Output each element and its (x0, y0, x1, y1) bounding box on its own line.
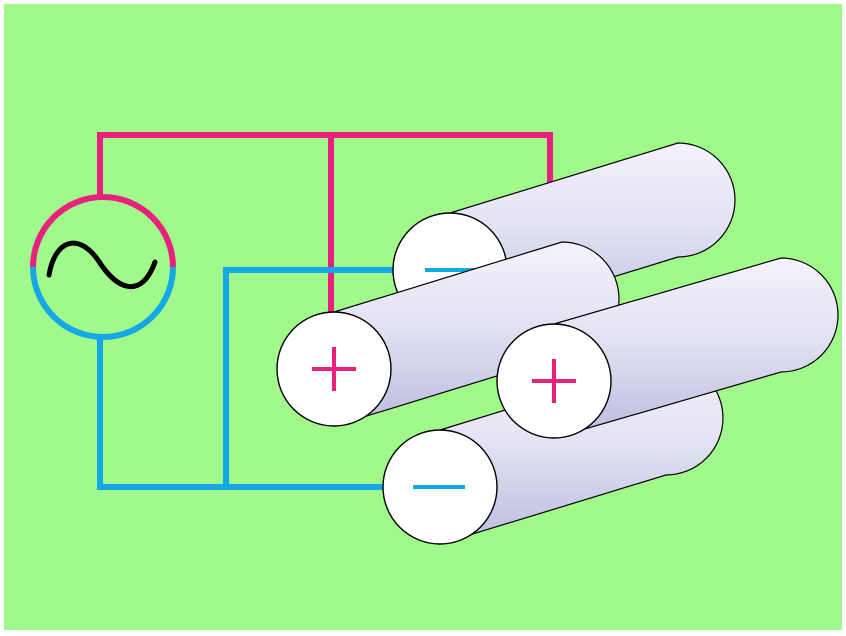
negative-wire-branch (223, 267, 400, 487)
source-negative-half (30, 266, 176, 340)
source-positive-half (30, 194, 176, 268)
ac-sine-icon (46, 240, 158, 290)
negative-wire (97, 334, 390, 490)
rod-body (553, 257, 839, 439)
rod-lower-right (496, 257, 839, 439)
ac-source (30, 194, 176, 340)
rod-upper-left (276, 241, 620, 427)
